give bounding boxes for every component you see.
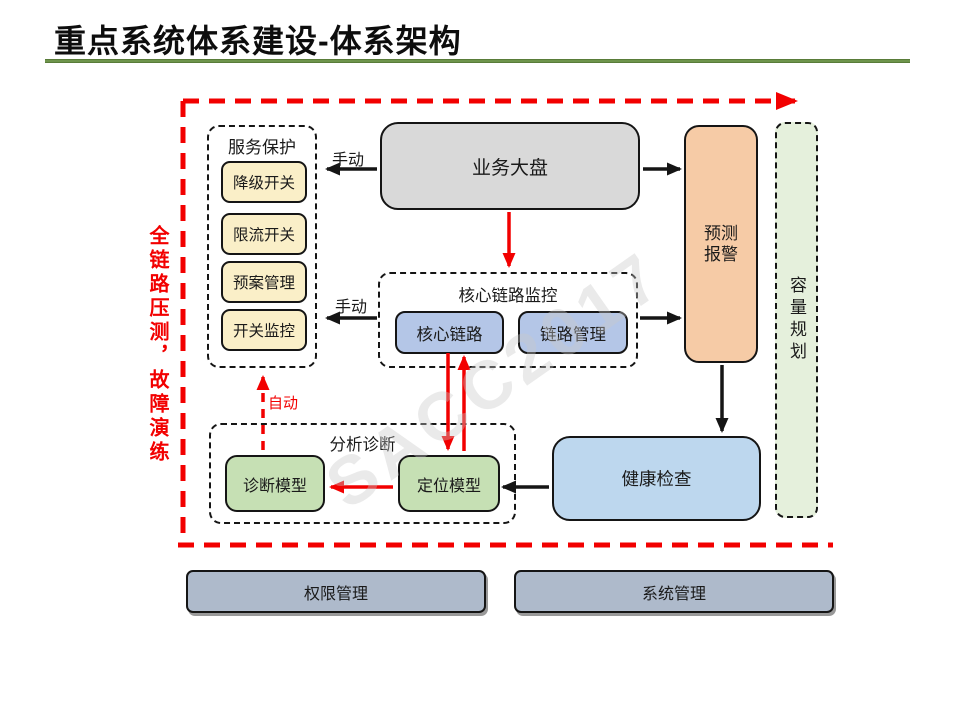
node-capacity-planning: 容量规划 (775, 122, 818, 518)
fullchain-stresstest-label: 全链路压测，故障演练 (146, 225, 168, 465)
node-downgrade-switch: 降级开关 (221, 161, 307, 203)
group-title-service-protection: 服务保护 (228, 138, 296, 157)
group-analysis-diagnosis: 分析诊断 诊断模型 定位模型 (209, 423, 516, 524)
group-service-protection: 服务保护 降级开关 限流开关 预案管理 开关监控 (207, 125, 317, 368)
node-business-dashboard: 业务大盘 (380, 122, 640, 210)
node-plan-management: 预案管理 (221, 261, 307, 303)
edge-label-manual-mid: 手动 (335, 299, 368, 316)
title-underline (45, 59, 910, 63)
node-diagnosis-model: 诊断模型 (225, 455, 325, 512)
prediction-alarm-label: 预测报警 (704, 223, 738, 264)
edge-label-manual-top: 手动 (332, 152, 365, 169)
group-title-analysis-diagnosis: 分析诊断 (329, 436, 396, 454)
node-prediction-alarm: 预测报警 (684, 125, 758, 363)
node-switch-monitoring: 开关监控 (221, 309, 307, 351)
node-locating-model: 定位模型 (398, 455, 500, 512)
node-ratelimit-switch: 限流开关 (221, 213, 307, 255)
node-link-management: 链路管理 (518, 311, 628, 354)
node-health-check: 健康检查 (552, 436, 761, 521)
node-permission-management: 权限管理 (186, 570, 486, 613)
capacity-planning-label: 容量规划 (787, 276, 806, 364)
node-system-management: 系统管理 (514, 570, 834, 613)
node-core-link: 核心链路 (395, 311, 504, 354)
page-title: 重点系统体系建设-体系架构 (54, 23, 462, 59)
group-title-core-link-monitoring: 核心链路监控 (458, 287, 558, 305)
edge-label-auto: 自动 (268, 395, 299, 412)
group-core-link-monitoring: 核心链路监控 核心链路 链路管理 (378, 272, 638, 368)
